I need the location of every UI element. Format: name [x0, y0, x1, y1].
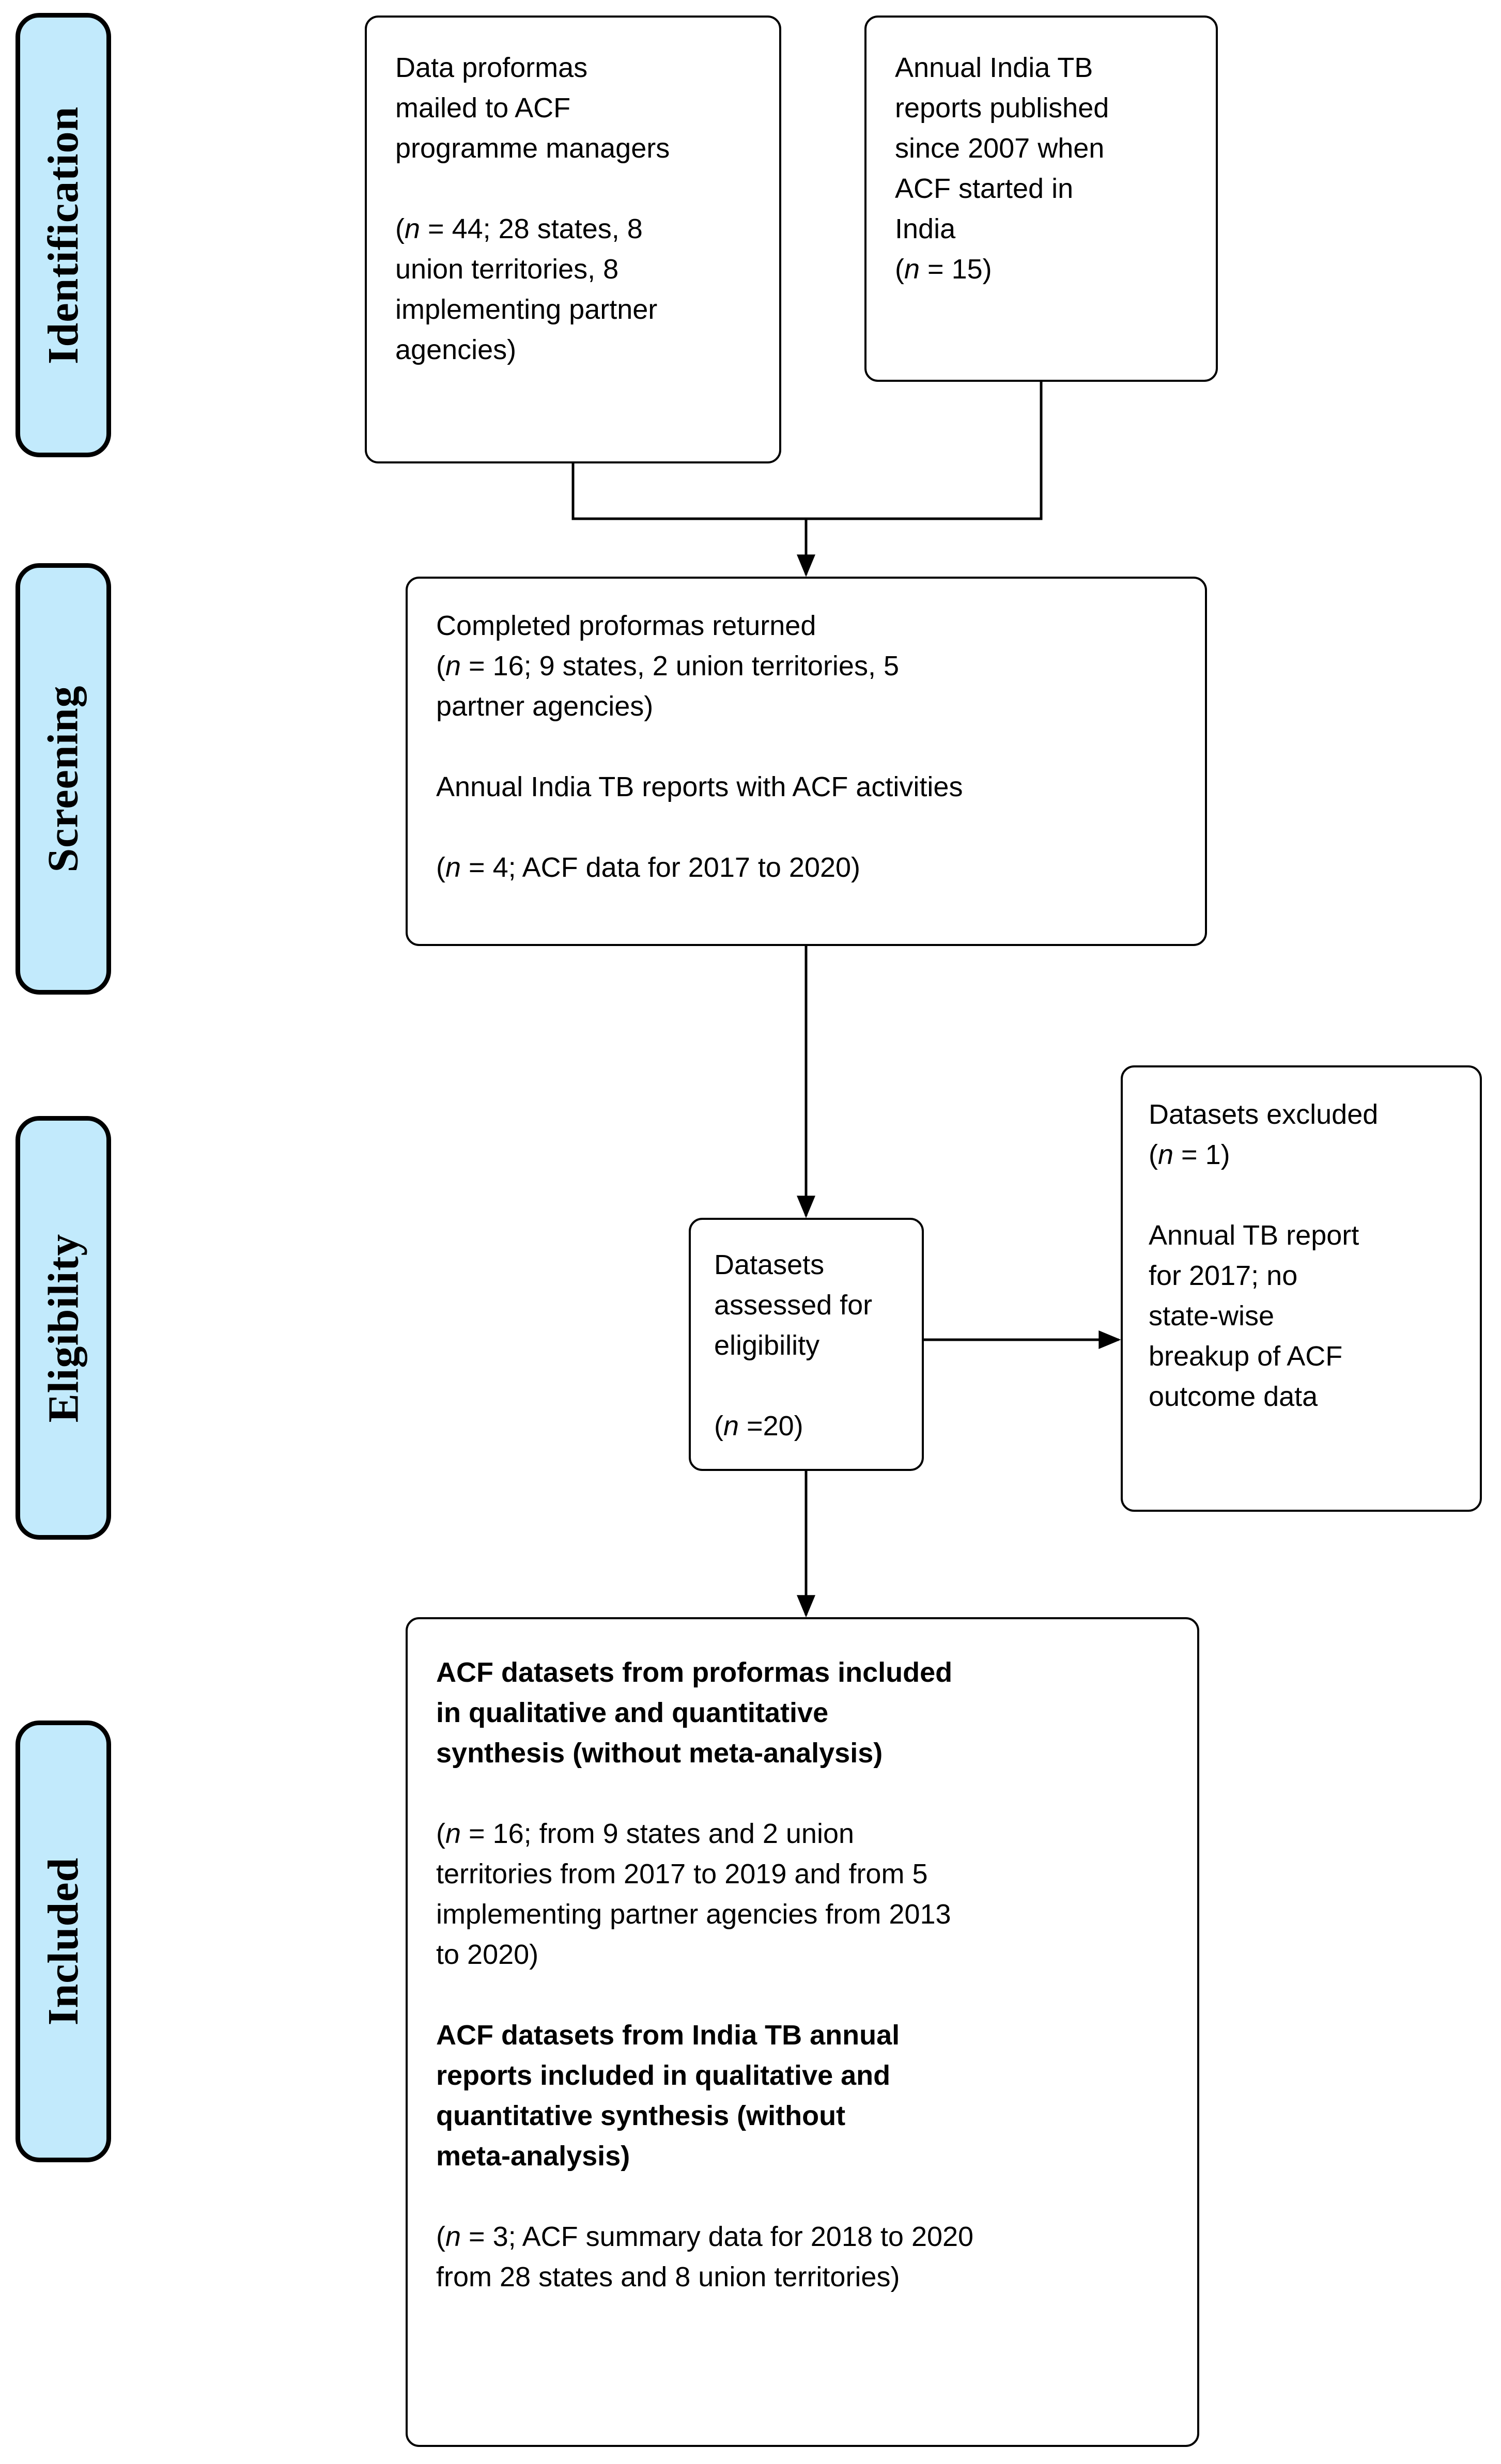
box-annual-tb-reports: Annual India TB reports published since …	[864, 16, 1218, 382]
box-paragraph: Data proformas mailed to ACF programme m…	[395, 48, 751, 168]
box-paragraph: Datasets assessed for eligibility	[714, 1245, 899, 1366]
italic-n: n	[1157, 1139, 1174, 1170]
text-segment: Annual TB report for 2017; no state-wise…	[1149, 1220, 1359, 1412]
box-paragraph: (n = 4; ACF data for 2017 to 2020)	[436, 847, 1177, 888]
box-paragraph: Annual TB report for 2017; no state-wise…	[1149, 1215, 1454, 1417]
stage-banner-screening: Screening	[16, 563, 111, 995]
text-segment: Completed proformas returned (	[436, 610, 816, 681]
italic-n: n	[404, 213, 421, 244]
text-segment: (	[436, 1818, 445, 1849]
text-segment: = 1)	[1173, 1139, 1230, 1170]
text-segment: Datasets excluded (	[1149, 1099, 1379, 1170]
box-proformas-returned: Completed proformas returned (n = 16; 9 …	[406, 577, 1207, 946]
stage-banner-eligibility: Eligibility	[16, 1116, 111, 1540]
box-paragraph: (n = 3; ACF summary data for 2018 to 202…	[436, 2217, 1169, 2297]
text-segment: Annual India TB reports with ACF activit…	[436, 771, 963, 802]
box-paragraph: (n =20)	[714, 1406, 899, 1446]
stage-label-identification: Identification	[39, 106, 87, 364]
text-segment: = 4; ACF data for 2017 to 2020)	[461, 852, 861, 883]
text-segment: Annual India TB reports published since …	[895, 52, 1109, 285]
italic-n: n	[723, 1411, 739, 1442]
stage-banner-included: Included	[16, 1721, 111, 2162]
text-segment: Datasets assessed for eligibility	[714, 1249, 873, 1361]
stage-label-eligibility: Eligibility	[39, 1233, 87, 1422]
stage-label-included: Included	[39, 1857, 87, 2026]
box-paragraph: Annual India TB reports with ACF activit…	[436, 767, 1177, 807]
box-paragraph: Completed proformas returned (n = 16; 9 …	[436, 606, 1177, 726]
box-paragraph: Annual India TB reports published since …	[895, 48, 1187, 289]
box-proformas-mailed: Data proformas mailed to ACF programme m…	[365, 16, 781, 463]
text-segment: = 15)	[920, 254, 992, 285]
stage-label-screening: Screening	[39, 685, 88, 873]
box-paragraph: ACF datasets from proformas included in …	[436, 1652, 1169, 1773]
stage-banner-identification: Identification	[16, 13, 111, 457]
box-paragraph: Datasets excluded (n = 1)	[1149, 1094, 1454, 1175]
box-paragraph: (n = 16; from 9 states and 2 union terri…	[436, 1814, 1169, 1975]
text-segment: = 3; ACF summary data for 2018 to 2020 f…	[436, 2221, 974, 2292]
text-segment: (	[714, 1411, 723, 1442]
box-paragraph: ACF datasets from India TB annual report…	[436, 2015, 1169, 2176]
italic-n: n	[904, 254, 920, 285]
italic-n: n	[445, 1818, 461, 1849]
text-segment: = 16; from 9 states and 2 union territor…	[436, 1818, 951, 1970]
text-segment: = 16; 9 states, 2 union territories, 5 p…	[436, 650, 899, 722]
text-segment: =20)	[739, 1411, 803, 1442]
box-included-datasets: ACF datasets from proformas included in …	[406, 1617, 1199, 2447]
italic-n: n	[445, 650, 461, 681]
text-segment: ACF datasets from proformas included in …	[436, 1657, 953, 1769]
text-segment: (	[436, 852, 445, 883]
box-datasets-assessed: Datasets assessed for eligibility (n =20)	[689, 1218, 924, 1471]
italic-n: n	[445, 2221, 461, 2252]
box-paragraph: (n = 44; 28 states, 8 union territories,…	[395, 209, 751, 370]
text-segment: (	[395, 213, 405, 244]
italic-n: n	[445, 852, 461, 883]
box-datasets-excluded: Datasets excluded (n = 1) Annual TB repor…	[1121, 1065, 1482, 1512]
text-segment: = 44; 28 states, 8 union territories, 8 …	[395, 213, 658, 365]
text-segment: Data proformas mailed to ACF programme m…	[395, 52, 670, 164]
text-segment: ACF datasets from India TB annual report…	[436, 2020, 900, 2172]
text-segment: (	[436, 2221, 445, 2252]
